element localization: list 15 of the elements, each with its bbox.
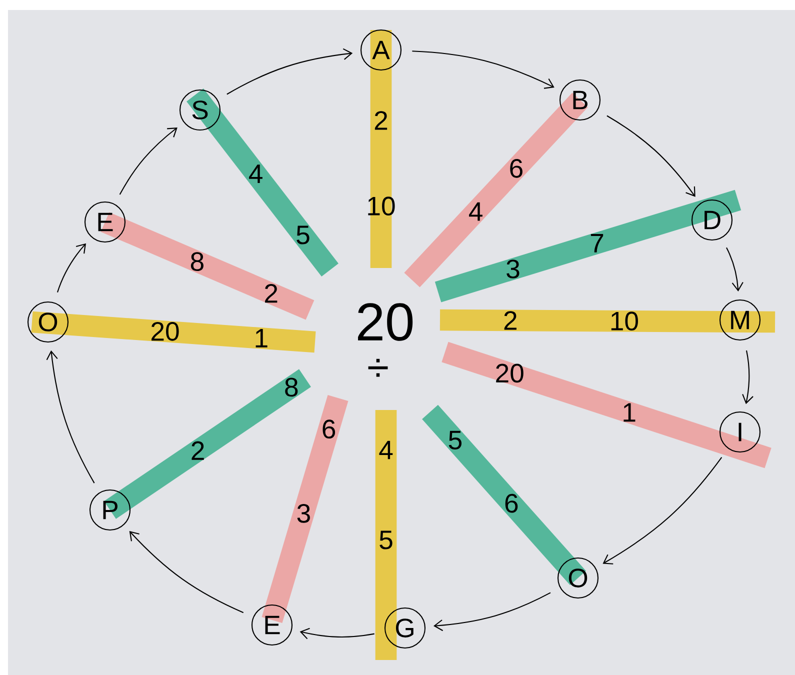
arrow xyxy=(412,50,554,89)
arrow xyxy=(433,592,551,632)
arrow xyxy=(742,350,754,404)
arrow xyxy=(46,350,95,484)
arrow xyxy=(56,243,86,292)
division-sign: ÷ xyxy=(368,358,388,377)
arrow xyxy=(726,247,744,292)
arrow xyxy=(226,48,353,95)
highlighter-band: 4 5 xyxy=(375,410,397,660)
arrow xyxy=(602,456,722,564)
center-number: 20 xyxy=(358,303,413,341)
arrow xyxy=(606,115,696,197)
arrow xyxy=(300,628,374,640)
arrow xyxy=(119,127,178,195)
arrow xyxy=(129,531,244,614)
